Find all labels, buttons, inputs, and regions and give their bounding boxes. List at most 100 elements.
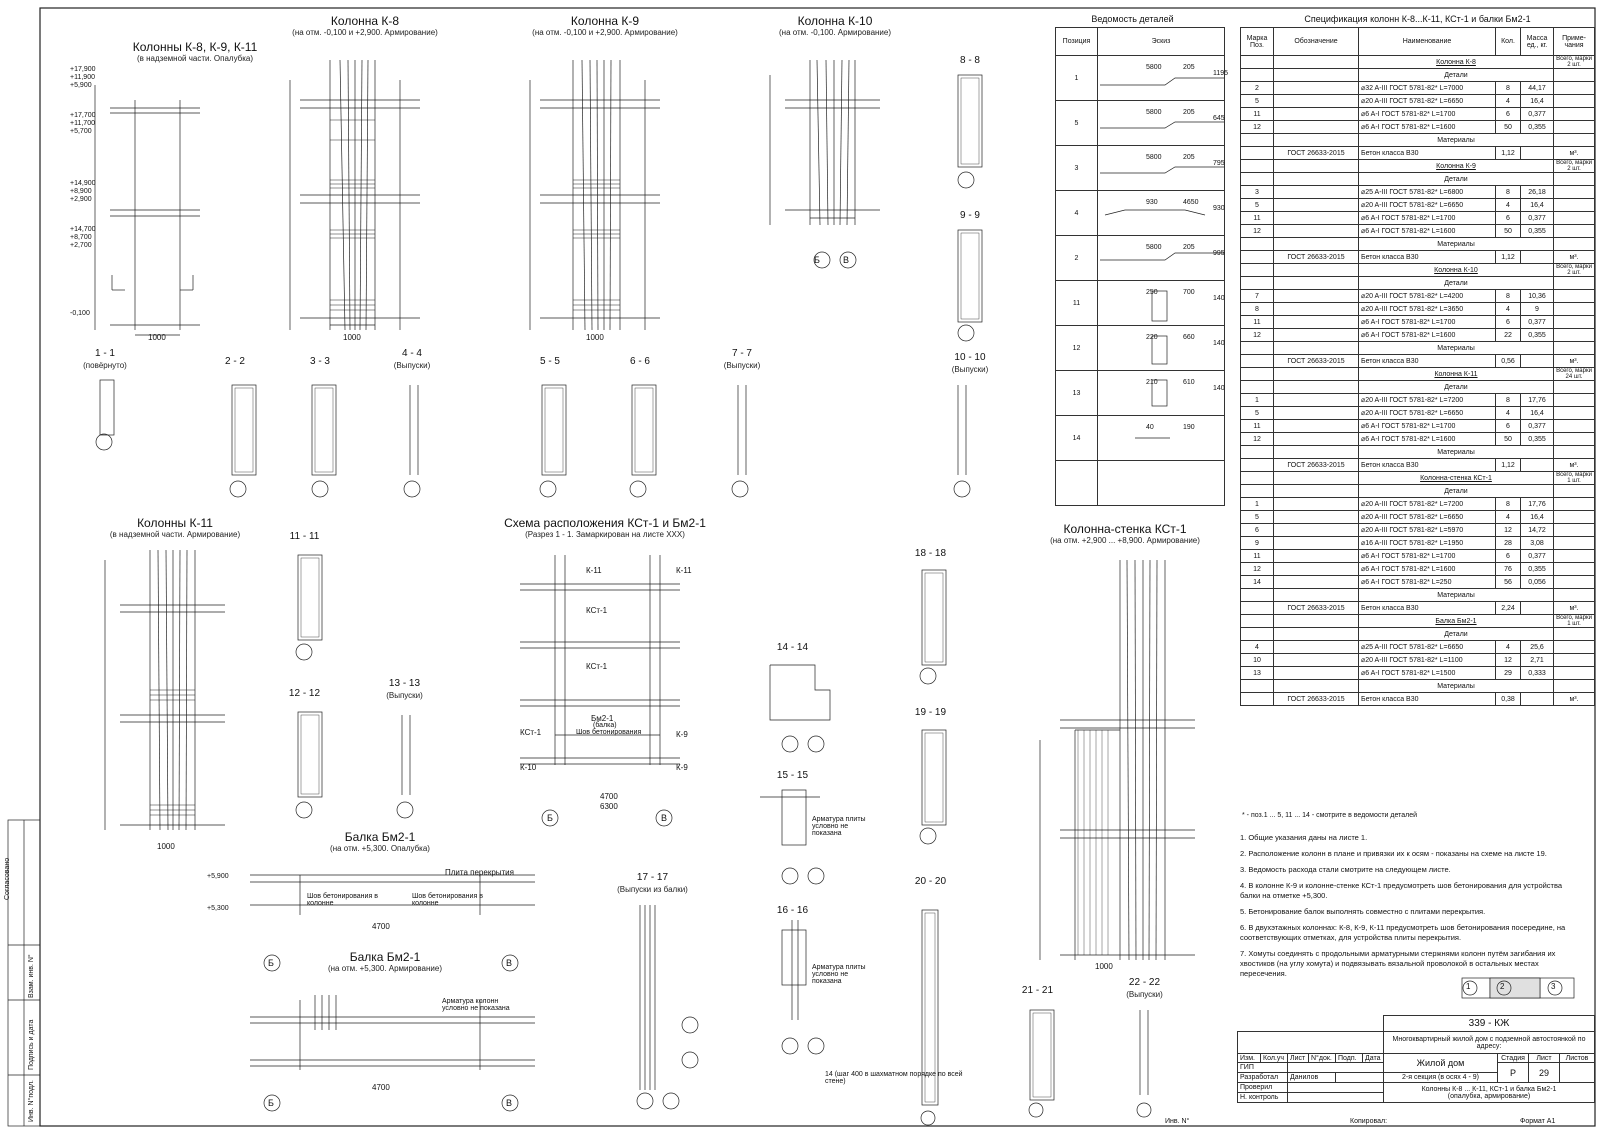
spec-group-name: Материалы — [1358, 679, 1554, 693]
section-10-sub: (Выпуски) — [951, 365, 989, 374]
spec-mass: 0,377 — [1520, 549, 1554, 563]
spec-qty: 6 — [1495, 419, 1521, 433]
spec-name: ⌀20 A-III ГОСТ 5781-82* L=7200 — [1358, 393, 1496, 407]
subtitle-k8911-opal: (в надземной части. Опалубка) — [136, 54, 254, 63]
spec-mass: 2,71 — [1520, 653, 1554, 667]
stamp-format: Формат А1 — [1520, 1118, 1556, 1125]
scheme-dim-4700: 4700 — [600, 792, 618, 801]
sections-11-13 — [295, 554, 414, 819]
spec-name: ⌀6 A-I ГОСТ 5781-82* L=1600 — [1358, 224, 1496, 238]
bm-axis-v: В — [506, 958, 513, 968]
stamp-gip: ГИП — [1237, 1062, 1288, 1073]
level-17700: +17,700 — [70, 112, 96, 119]
sections-8-9 — [957, 74, 983, 342]
details-dim-c: 140 — [1213, 295, 1225, 302]
spec-note — [1553, 185, 1595, 199]
scheme-dim-6300: 6300 — [600, 802, 618, 811]
spec-desig: ГОСТ 26633-2015 — [1273, 250, 1359, 264]
title-k9: Колонна К-9 — [570, 14, 640, 28]
level-11700: +11,700 — [70, 120, 95, 127]
scheme-axis-b: Б — [547, 813, 553, 823]
details-pos: 3 — [1055, 145, 1098, 191]
stamp-h-sheet: Лист — [1528, 1053, 1560, 1063]
stamp-h-sheets: Листов — [1559, 1053, 1595, 1063]
spec-pos: 11 — [1240, 315, 1274, 329]
spec-desig — [1273, 523, 1359, 537]
spec-mass: 26,18 — [1520, 185, 1554, 199]
spec-note: м³. — [1553, 458, 1595, 472]
details-dim-c: 1195 — [1213, 70, 1229, 77]
spec-desig — [1273, 406, 1359, 420]
stamp-section: 2-я секция (в осях 4 - 9) — [1383, 1072, 1498, 1083]
details-header-sketch: Эскиз — [1097, 27, 1225, 56]
spec-pos — [1240, 354, 1274, 368]
spec-mass: 0,056 — [1520, 575, 1554, 589]
stamp-h-stage: Стадия — [1497, 1053, 1529, 1063]
spec-pos — [1240, 250, 1274, 264]
spec-desig: ГОСТ 26633-2015 — [1273, 146, 1359, 160]
spec-note — [1553, 328, 1595, 342]
level-11900: +11,900 — [70, 74, 95, 81]
spec-note — [1553, 432, 1595, 446]
spec-row-sub: Детали — [1240, 172, 1595, 186]
spec-name: ⌀20 A-III ГОСТ 5781-82* L=7200 — [1358, 497, 1496, 511]
scheme-label-seam: Шов бетонирования — [576, 729, 642, 736]
spec-table: Марка Поз. Обозначение Наименование Кол.… — [1240, 27, 1595, 706]
spec-note — [1553, 445, 1595, 459]
section-18-title: 18 - 18 — [914, 548, 947, 559]
spec-note — [1553, 536, 1595, 550]
details-pos: 11 — [1055, 280, 1098, 326]
spec-pos: 5 — [1240, 198, 1274, 212]
details-dim-c: 140 — [1213, 385, 1225, 392]
note-item: 1. Общие указания даны на листе 1. — [1240, 833, 1368, 842]
spec-note — [1553, 315, 1595, 329]
bm-opal-drawing — [250, 874, 535, 972]
spec-qty: 4 — [1495, 302, 1521, 316]
spec-group-name: Детали — [1358, 484, 1554, 498]
spec-qty: 12 — [1495, 523, 1521, 537]
section-5-title: 5 - 5 — [539, 356, 560, 367]
spec-mass: 0,355 — [1520, 562, 1554, 576]
spec-qty: 50 — [1495, 432, 1521, 446]
details-dim-b: 205 — [1183, 154, 1195, 161]
spec-pos: 11 — [1240, 107, 1274, 121]
k8-drawing — [289, 59, 420, 331]
spec-desig — [1273, 224, 1359, 238]
details-dim-b: 660 — [1183, 334, 1195, 341]
spec-note — [1553, 419, 1595, 433]
spec-row-sub: Материалы — [1240, 588, 1595, 602]
spec-note — [1553, 627, 1595, 641]
spec-note — [1553, 198, 1595, 212]
level-m0100: -0,100 — [70, 310, 90, 317]
details-dim-b: 700 — [1183, 289, 1195, 296]
subtitle-scheme: (Разрез 1 - 1. Замаркирован на листе XXX… — [525, 530, 685, 539]
spec-mass: 0,377 — [1520, 107, 1554, 121]
title-k11: Колонны К-11 — [137, 516, 213, 530]
spec-pos: 11 — [1240, 211, 1274, 225]
spec-header-name: Наименование — [1358, 27, 1496, 56]
spec-qty: 4 — [1495, 406, 1521, 420]
spec-pos: 11 — [1240, 549, 1274, 563]
spec-pos: 2 — [1240, 81, 1274, 95]
spec-pos: 8 — [1240, 302, 1274, 316]
details-dim-b: 190 — [1183, 424, 1195, 431]
spec-qty: 8 — [1495, 393, 1521, 407]
scheme-label-k11-right: К-11 — [676, 566, 692, 575]
spec-mass: 25,6 — [1520, 640, 1554, 654]
note-item: 4. В колонне К-9 и колонне-стенке КСт-1 … — [1240, 881, 1563, 900]
spec-mass — [1520, 601, 1554, 615]
spec-row-sub: Материалы — [1240, 445, 1595, 459]
spec-qty: 8 — [1495, 289, 1521, 303]
spec-mass: 3,08 — [1520, 536, 1554, 550]
note-item: 5. Бетонирование балок выполнять совмест… — [1240, 907, 1486, 916]
